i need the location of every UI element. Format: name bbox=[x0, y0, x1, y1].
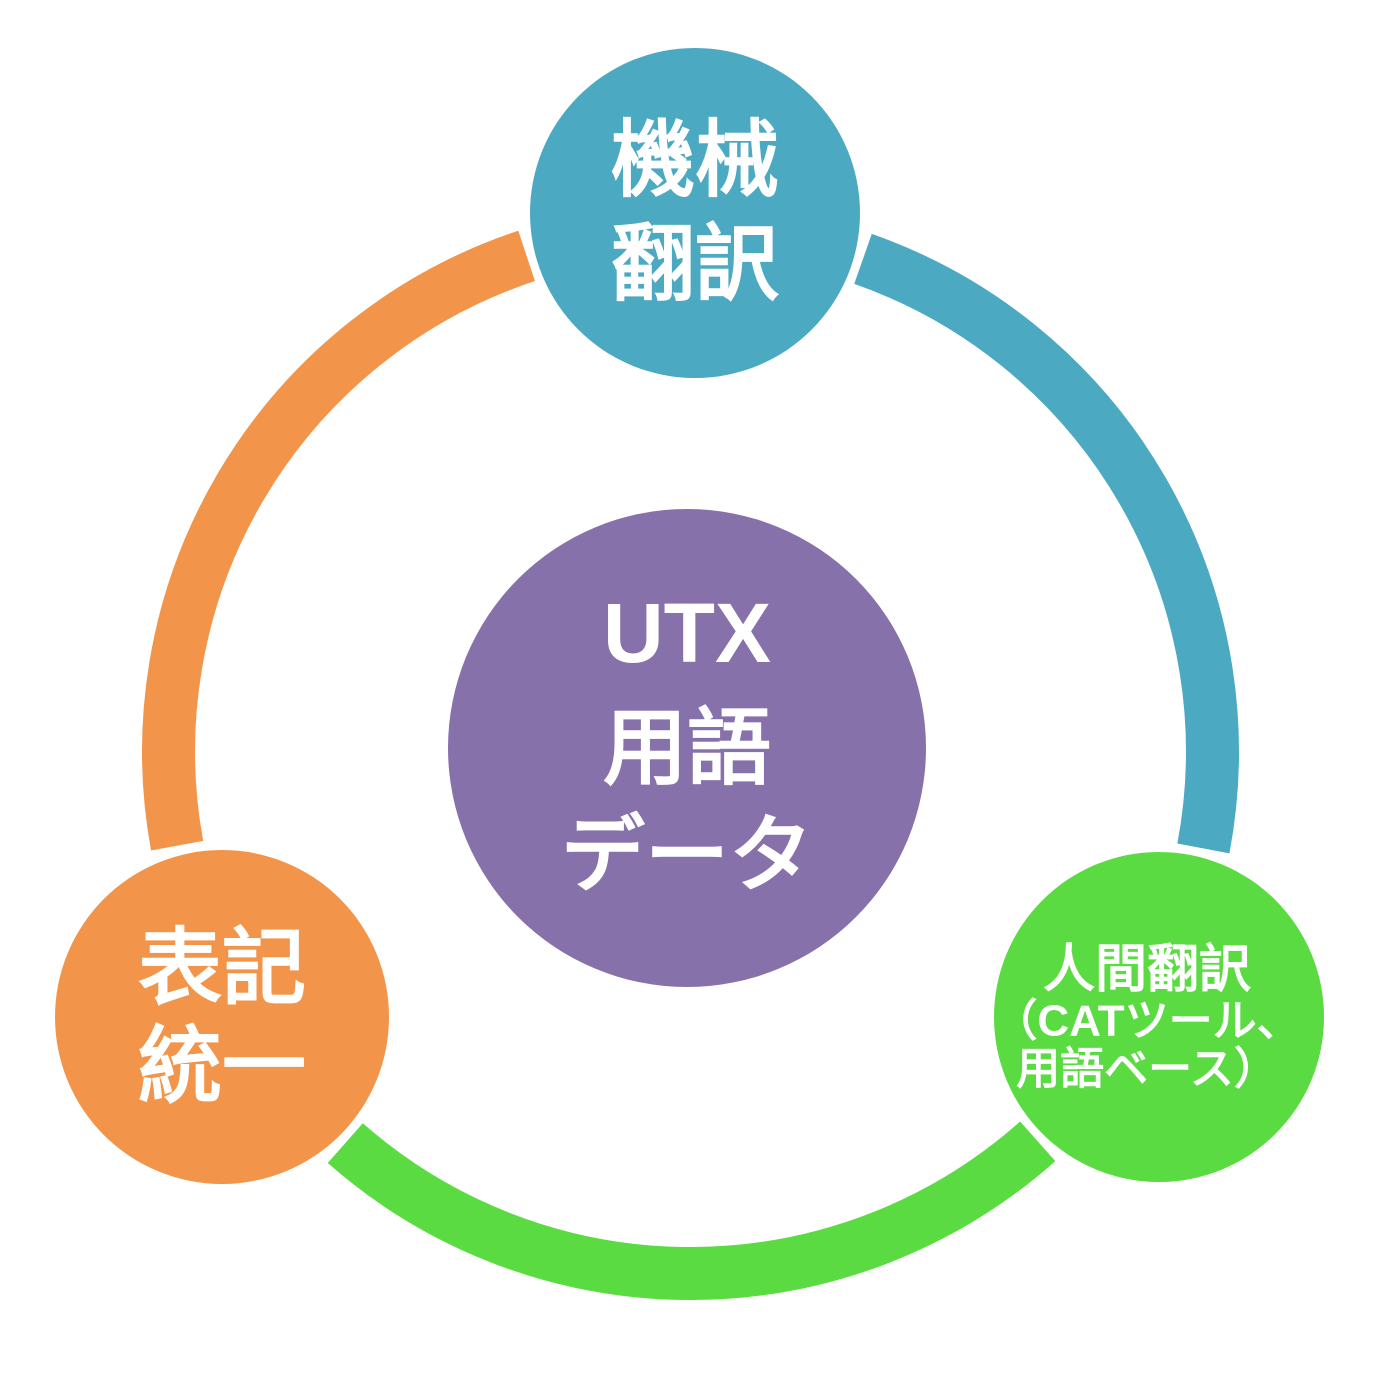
notation-unification-circle bbox=[55, 850, 389, 1184]
utx-term-data-label-line-1: UTX bbox=[603, 586, 771, 680]
node-machine-translation: 機械 翻訳 bbox=[530, 48, 860, 378]
utx-term-data-label-line-3: データ bbox=[561, 808, 813, 902]
human-translation-label-line-3: 用語ベース） bbox=[1016, 1045, 1278, 1094]
node-human-translation: 人間翻訳 （CATツール、 用語ベース） bbox=[993, 852, 1324, 1182]
notation-unification-label-line-1: 表記 bbox=[138, 921, 306, 1015]
node-utx-term-data: UTX 用語 データ bbox=[448, 509, 926, 987]
human-translation-circle bbox=[994, 852, 1324, 1182]
human-translation-label-line-2: （CATツール、 bbox=[993, 997, 1300, 1046]
cycle-ring bbox=[142, 230, 1239, 1301]
ring-arc-green bbox=[327, 1121, 1056, 1301]
ring-arc-orange bbox=[142, 230, 535, 851]
utx-term-data-label-line-2: 用語 bbox=[603, 701, 771, 795]
machine-translation-label-line-2: 翻訳 bbox=[611, 217, 780, 311]
utx-term-data-circle bbox=[448, 509, 926, 987]
node-notation-unification: 表記 統一 bbox=[55, 850, 389, 1184]
human-translation-label-line-1: 人間翻訳 bbox=[1043, 941, 1252, 999]
notation-unification-label-line-2: 統一 bbox=[138, 1019, 306, 1113]
machine-translation-circle bbox=[530, 48, 860, 378]
machine-translation-label-line-1: 機械 bbox=[611, 113, 779, 207]
ring-arc-teal bbox=[854, 233, 1239, 854]
